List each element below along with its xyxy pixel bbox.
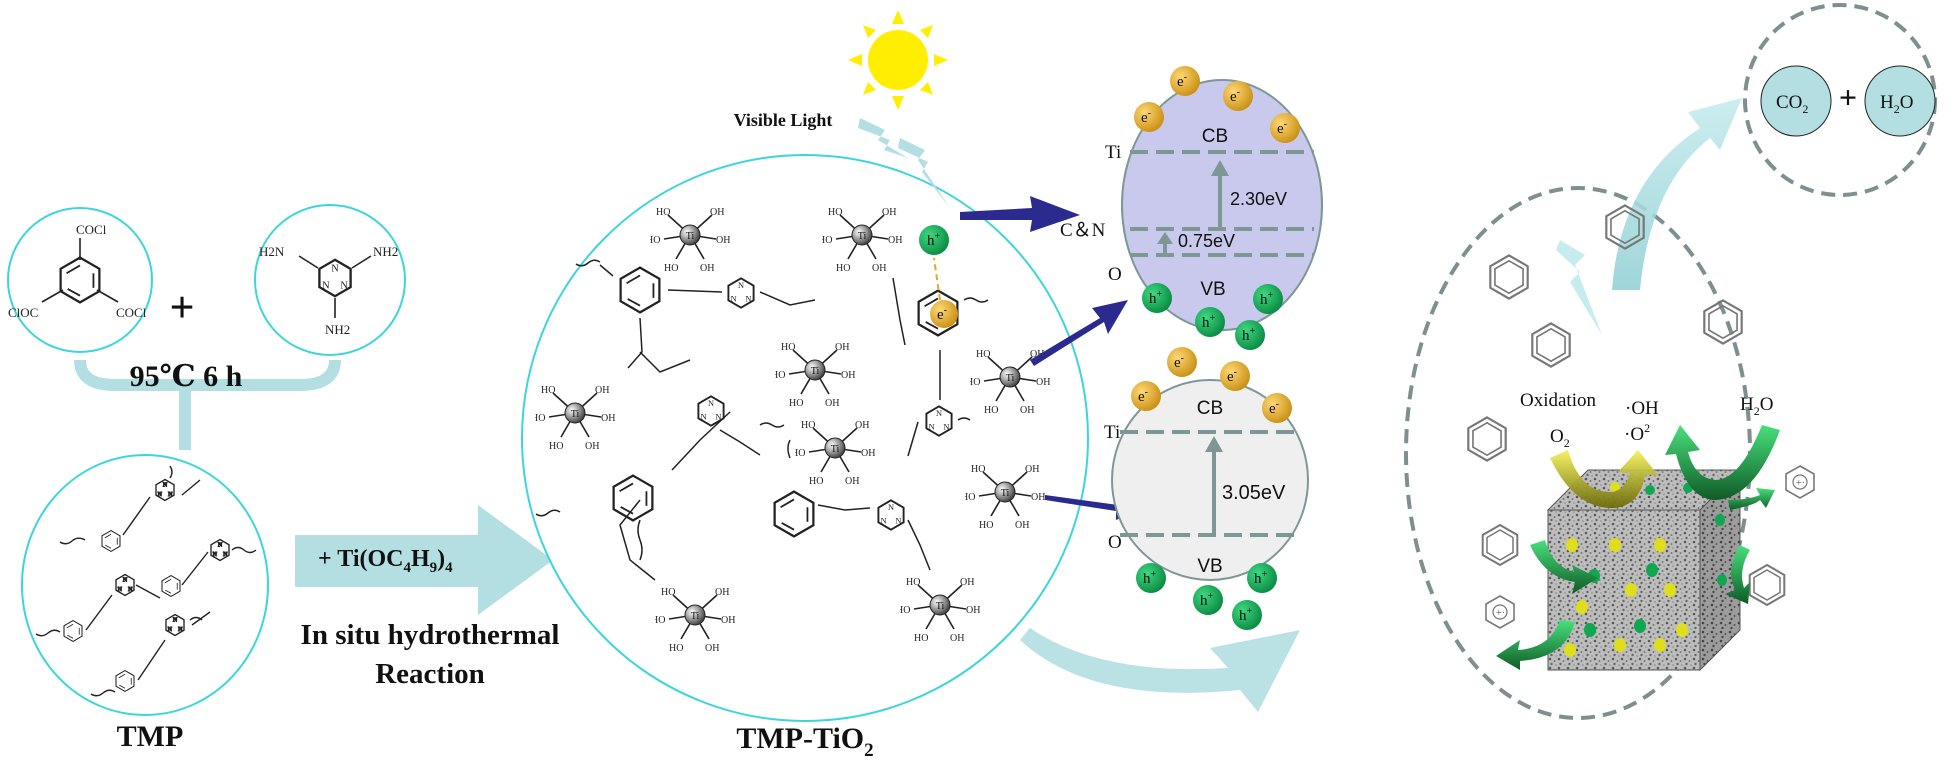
h2n-label: H2N bbox=[259, 244, 285, 259]
svg-text:e-: e- bbox=[1277, 119, 1287, 137]
svg-text:h+: h+ bbox=[1239, 606, 1253, 624]
h2o-label: H2O bbox=[1740, 394, 1773, 418]
reagent-label: + Ti(OC4H9)4 bbox=[318, 546, 453, 576]
tmp-circle bbox=[21, 454, 269, 716]
mechanism-group: +· +· Oxidation O2 ·O2 ·OH H2O bbox=[1404, 98, 1815, 720]
coc-label-top: COCl bbox=[76, 222, 107, 237]
reactants-group: COCl ClOC COCl + H2N NH2 NH2 95℃ 6 h bbox=[7, 204, 406, 450]
svg-text:e-: e- bbox=[1227, 367, 1237, 385]
reaction-label-line1: In situ hydrothermal bbox=[301, 619, 560, 651]
band-diagram-top: CB VB 2.30eV 0.75eV Ti C＆N O e- e- e- e-… bbox=[1060, 66, 1323, 350]
electrons-bottom: e- e- e- e- bbox=[1131, 347, 1292, 423]
tmp-network-structure bbox=[35, 465, 257, 697]
composite-circle bbox=[521, 154, 1089, 722]
gap-label-small-top: 0.75eV bbox=[1178, 231, 1235, 251]
products-group: CO2 + H2O bbox=[1743, 3, 1937, 197]
sun-icon bbox=[848, 10, 948, 110]
visible-light-label: Visible Light bbox=[734, 110, 833, 130]
flow-arrow-to-mechanism bbox=[1020, 628, 1300, 712]
plus-sign: + bbox=[169, 283, 194, 332]
svg-text:h+: h+ bbox=[1202, 313, 1216, 331]
h2o-oxidation-arrow bbox=[1665, 425, 1780, 500]
reaction-arrow-group: + Ti(OC4H9)4 In situ hydrothermal Reacti… bbox=[295, 505, 559, 690]
svg-text:e-: e- bbox=[1177, 72, 1187, 90]
bracket-connector bbox=[74, 359, 341, 391]
o2-reduction-arrow bbox=[1550, 450, 1658, 509]
superoxide-label: ·O2 bbox=[1624, 421, 1650, 445]
h2o-product-label: H2O bbox=[1880, 92, 1913, 116]
svg-text:e-: e- bbox=[1174, 353, 1184, 371]
svg-text:e-: e- bbox=[1269, 399, 1279, 417]
benzene-molecule bbox=[1748, 564, 1786, 606]
composite-group: Visible Light bbox=[521, 10, 1140, 761]
svg-text:+·: +· bbox=[1496, 608, 1505, 619]
trimesoyl-chloride-circle bbox=[7, 207, 153, 353]
coc-label-left: ClOC bbox=[8, 305, 38, 320]
coc-label-right: COCl bbox=[116, 305, 147, 320]
benzene-attack-arrow-right bbox=[1725, 545, 1750, 604]
melamine-structure: H2N NH2 NH2 bbox=[259, 244, 398, 337]
svg-text:+·: +· bbox=[1796, 478, 1805, 489]
hydroxyl-radical-label: ·OH bbox=[1625, 398, 1659, 419]
electrons-top: e- e- e- e- bbox=[1134, 66, 1300, 143]
radical-cation-icon: +· bbox=[1485, 595, 1515, 629]
vb-label-bottom: VB bbox=[1197, 556, 1222, 577]
oxidation-label: Oxidation bbox=[1520, 390, 1596, 411]
benzene-attack-arrow-left bbox=[1530, 540, 1598, 594]
radical-release-arrow-right bbox=[1728, 488, 1775, 510]
svg-text:e-: e- bbox=[1138, 387, 1148, 405]
cn-label-top: C＆N bbox=[1060, 220, 1106, 241]
holes-bottom: h+ h+ h+ h+ bbox=[1136, 563, 1277, 630]
cb-label-top: CB bbox=[1202, 126, 1228, 147]
svg-text:h+: h+ bbox=[1200, 591, 1214, 609]
electron-label: e- bbox=[937, 305, 947, 323]
gap-label-bottom: 3.05eV bbox=[1222, 482, 1286, 504]
svg-text:e-: e- bbox=[1141, 108, 1151, 126]
tmp-label: TMP bbox=[117, 720, 184, 753]
nh2-label-right: NH2 bbox=[373, 244, 398, 259]
ti-label-top: Ti bbox=[1105, 142, 1121, 163]
lightning-icon bbox=[858, 118, 950, 208]
svg-text:h+: h+ bbox=[1149, 289, 1163, 307]
svg-text:h+: h+ bbox=[1254, 569, 1268, 587]
radical-cation-icon: +· bbox=[1785, 465, 1815, 499]
reaction-condition: 95℃ 6 h bbox=[130, 360, 243, 393]
excitation-dashed-arrow bbox=[933, 257, 941, 301]
navy-arrows bbox=[960, 196, 1140, 520]
reaction-label-line2: Reaction bbox=[375, 658, 485, 690]
trimesoyl-chloride-structure: COCl ClOC COCl bbox=[8, 222, 147, 320]
electron-particle bbox=[930, 300, 958, 328]
svg-text:h+: h+ bbox=[1260, 290, 1274, 308]
hole-particle bbox=[919, 225, 949, 255]
band-diagram-bottom: CB VB 3.05eV Ti O e- e- e- e- h+ h+ h+ h… bbox=[1104, 347, 1309, 630]
ti-label-bottom: Ti bbox=[1104, 422, 1120, 443]
o2-label: O2 bbox=[1550, 426, 1570, 450]
co2-bubble bbox=[1760, 65, 1832, 137]
holes-top: h+ h+ h+ h+ bbox=[1142, 283, 1283, 350]
h2o-bubble bbox=[1864, 65, 1936, 137]
svg-text:h+: h+ bbox=[1242, 326, 1256, 344]
svg-text:h+: h+ bbox=[1143, 569, 1157, 587]
flow-arrow-to-products bbox=[1612, 98, 1742, 290]
melamine-circle bbox=[254, 204, 406, 356]
linker-bonds bbox=[535, 259, 989, 581]
o-label-bottom: O bbox=[1108, 532, 1122, 553]
tmp-group: TMP bbox=[21, 454, 269, 753]
products-plus: + bbox=[1839, 79, 1857, 115]
catalyst-cube bbox=[1546, 468, 1742, 672]
radical-release-arrow-left bbox=[1496, 620, 1575, 670]
vb-label-top: VB bbox=[1200, 279, 1225, 300]
svg-text:e-: e- bbox=[1230, 87, 1240, 105]
gap-label-main-top: 2.30eV bbox=[1230, 189, 1287, 209]
co2-label: CO2 bbox=[1776, 92, 1808, 116]
o-label-top: O bbox=[1108, 264, 1122, 285]
light-bolt-icon bbox=[1556, 240, 1602, 335]
composite-label: TMP-TiO2 bbox=[736, 722, 873, 761]
reaction-arrow bbox=[295, 505, 553, 615]
nh2-label-bottom: NH2 bbox=[325, 322, 350, 337]
cb-label-bottom: CB bbox=[1197, 398, 1223, 419]
